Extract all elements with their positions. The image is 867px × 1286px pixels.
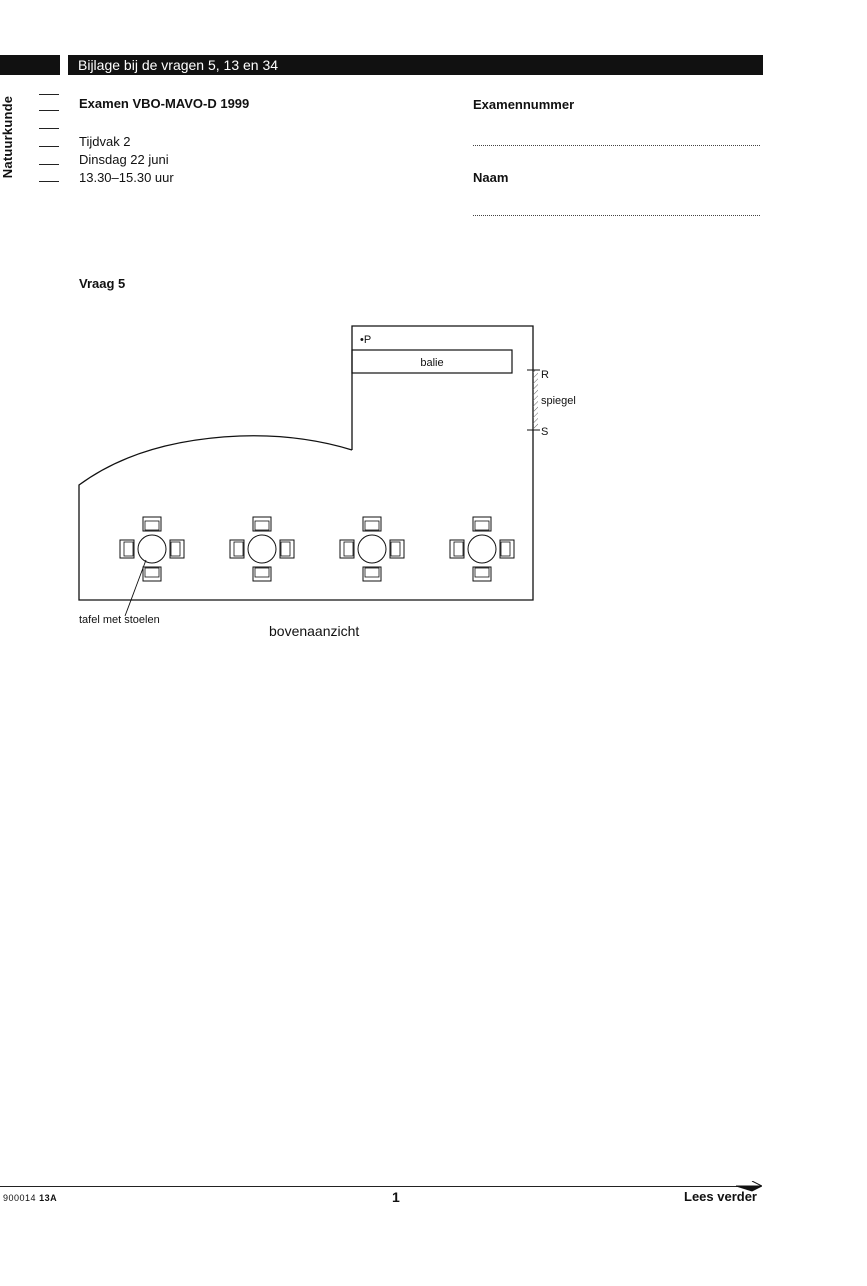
exam-date: Dinsdag 22 juni — [79, 152, 169, 167]
table-with-chairs-2 — [229, 516, 295, 582]
margin-tick — [39, 128, 59, 129]
exam-title: Examen VBO-MAVO-D 1999 — [79, 96, 250, 111]
margin-tick — [39, 146, 59, 147]
table-with-chairs-3 — [339, 516, 405, 582]
header-bar — [68, 55, 763, 75]
mirror-label: spiegel — [541, 395, 576, 407]
table-with-chairs-1 — [119, 516, 185, 582]
exam-number-label: Examennummer — [473, 97, 575, 112]
header-bar-text: Bijlage bij de vragen 5, 13 en 34 — [78, 57, 279, 73]
exam-period: Tijdvak 2 — [79, 134, 131, 149]
mirror-s-label: S — [541, 426, 548, 438]
table-pointer-line — [124, 559, 147, 617]
room-outline — [78, 325, 534, 601]
page-number: 1 — [392, 1189, 400, 1205]
floor-plan-diagram: •P balie R spiegel S tafel met stoelen b… — [78, 325, 576, 639]
margin-tick — [39, 110, 59, 111]
margin-tick — [39, 94, 59, 95]
subject-label: Natuurkunde — [0, 95, 15, 179]
table-with-chairs-4 — [449, 516, 515, 582]
margin-tick — [39, 181, 59, 182]
name-label: Naam — [473, 170, 509, 185]
footer-rule — [0, 1186, 760, 1187]
exam-time: 13.30–15.30 uur — [79, 170, 174, 185]
diagram-caption: bovenaanzicht — [269, 623, 359, 639]
footer-code: 900014 13A — [3, 1193, 57, 1203]
footer-code-suffix: 13A — [39, 1193, 58, 1203]
exam-number-field[interactable] — [473, 145, 760, 146]
arrow-right-icon — [736, 1181, 762, 1192]
footer-code-number: 900014 — [3, 1193, 37, 1203]
mirror-hatch — [533, 370, 538, 430]
mirror-r-label: R — [541, 369, 549, 381]
question-label: Vraag 5 — [79, 276, 126, 291]
name-field[interactable] — [473, 215, 760, 216]
margin-tick — [39, 164, 59, 165]
counter-label: balie — [420, 357, 443, 369]
continue-label: Lees verder — [684, 1189, 757, 1204]
table-label: tafel met stoelen — [79, 614, 160, 626]
point-p-label: •P — [360, 334, 371, 346]
header-bar-left-block — [0, 55, 60, 75]
counter-rect — [351, 349, 513, 374]
